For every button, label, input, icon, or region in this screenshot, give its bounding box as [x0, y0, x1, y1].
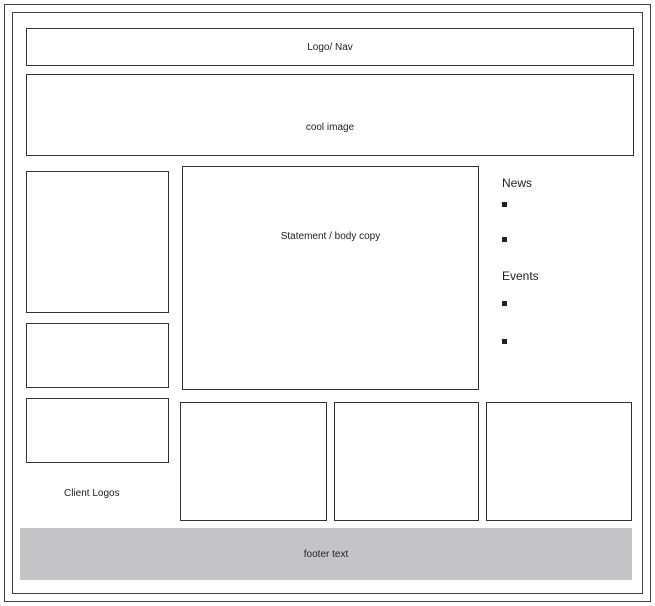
news-bullet-2 [502, 237, 507, 242]
events-bullet-2 [502, 339, 507, 344]
left-box-middle [26, 323, 169, 388]
logo-nav-label: Logo/ Nav [307, 41, 353, 53]
events-heading: Events [502, 269, 539, 283]
hero-image-box: cool image [26, 74, 634, 156]
hero-image-label: cool image [305, 121, 355, 133]
client-logos-label: Client Logos [64, 488, 120, 499]
inner-frame [12, 12, 643, 594]
body-copy-label: Statement / body copy [280, 231, 381, 242]
left-box-bottom [26, 398, 169, 463]
bottom-box-2 [334, 402, 479, 521]
outer-frame [4, 4, 651, 602]
events-bullet-1 [502, 301, 507, 306]
body-copy-box: Statement / body copy [182, 166, 479, 390]
news-bullet-1 [502, 202, 507, 207]
footer-label: footer text [303, 548, 349, 560]
news-heading: News [502, 176, 533, 190]
bottom-box-1 [180, 402, 327, 521]
left-box-top [26, 171, 169, 313]
bottom-box-3 [486, 402, 632, 521]
footer-bar: footer text [20, 528, 632, 580]
logo-nav-bar[interactable]: Logo/ Nav [26, 28, 634, 66]
